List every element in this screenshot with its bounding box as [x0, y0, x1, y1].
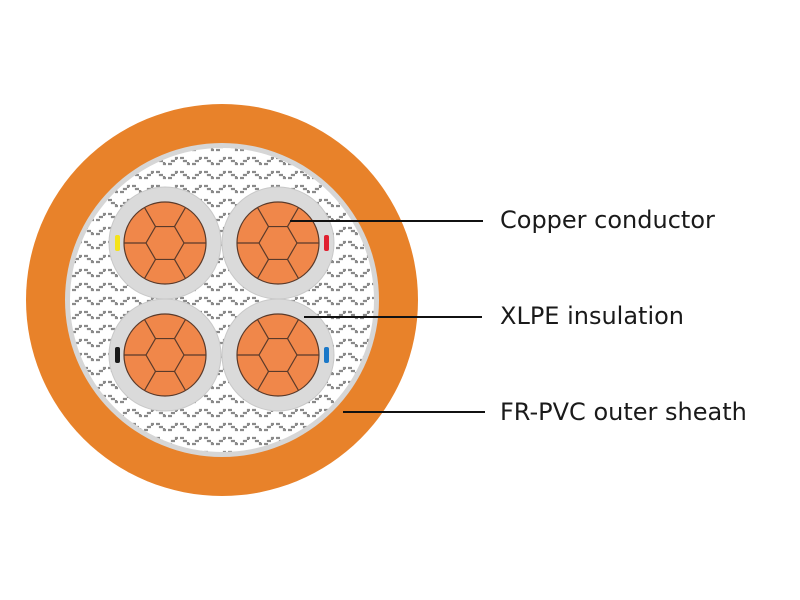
- core-color-marker: [115, 235, 120, 251]
- label-copper-conductor: Copper conductor: [500, 206, 715, 234]
- strand-divider: [173, 259, 187, 279]
- filler-pattern: [70, 148, 374, 452]
- strand-divider: [256, 371, 270, 391]
- label-xlpe-insulation: XLPE insulation: [500, 302, 685, 330]
- strand-divider: [256, 319, 270, 339]
- core-color-marker: [324, 347, 329, 363]
- strand-divider: [256, 207, 270, 227]
- strand-divider: [256, 259, 270, 279]
- strand-divider: [143, 207, 157, 227]
- core-top-left: [108, 186, 222, 300]
- strand-divider: [143, 259, 157, 279]
- strand-divider: [173, 207, 187, 227]
- strand-divider: [173, 319, 187, 339]
- core-bottom-right: [221, 298, 335, 412]
- strand-divider: [143, 319, 157, 339]
- label-fr-pvc-outer-sheath: FR-PVC outer sheath: [500, 398, 747, 426]
- strand-divider: [173, 371, 187, 391]
- core-color-marker: [324, 235, 329, 251]
- cores-group: [108, 186, 335, 412]
- core-color-marker: [115, 347, 120, 363]
- strand-divider: [286, 259, 300, 279]
- core-bottom-left: [108, 298, 222, 412]
- strand-divider: [286, 319, 300, 339]
- strand-divider: [286, 371, 300, 391]
- strand-divider: [286, 207, 300, 227]
- core-top-right: [221, 186, 335, 300]
- leader-lines: [290, 220, 485, 413]
- strand-divider: [143, 371, 157, 391]
